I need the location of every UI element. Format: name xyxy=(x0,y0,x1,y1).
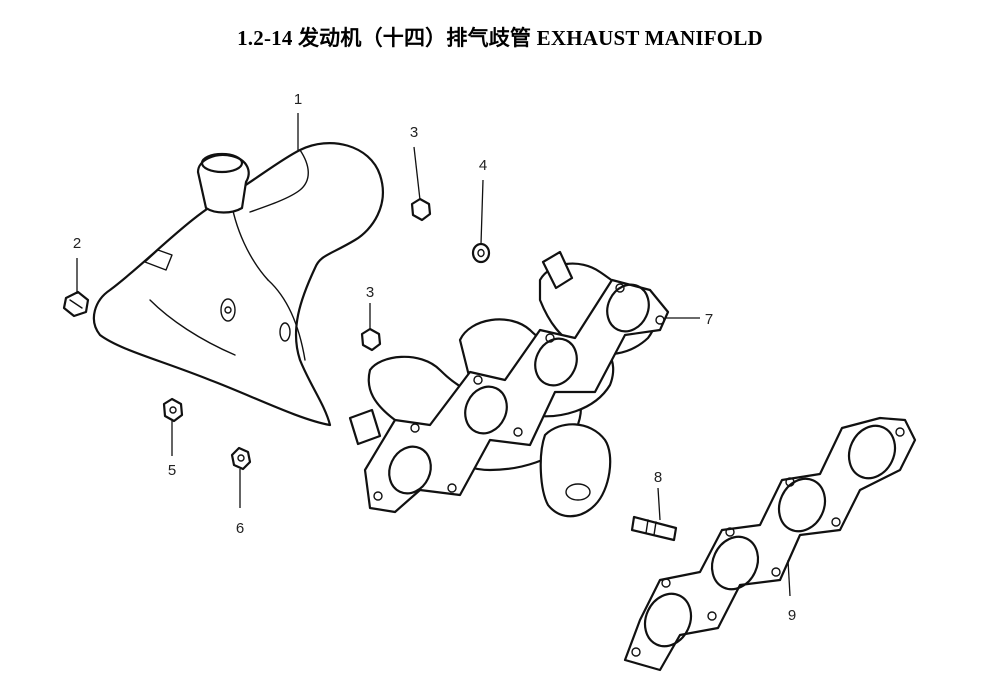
washer-upper xyxy=(471,242,491,264)
callout-4: 4 xyxy=(479,157,487,174)
callout-5: 5 xyxy=(168,462,176,479)
shield-bolt xyxy=(62,290,90,318)
callout-9: 9 xyxy=(788,607,796,624)
exhaust-manifold xyxy=(348,250,670,518)
page-title: 1.2-14 发动机（十四）排气歧管 EXHAUST MANIFOLD xyxy=(237,26,763,50)
callout-7: 7 xyxy=(705,311,713,328)
heat-shield xyxy=(92,142,384,427)
callout-labels: 1 2 3 4 3 5 6 7 8 9 xyxy=(73,91,796,624)
callout-6: 6 xyxy=(236,520,244,537)
callout-2: 2 xyxy=(73,235,81,252)
flange-nut-lower xyxy=(360,327,382,352)
washer-lower xyxy=(230,446,252,471)
stud xyxy=(630,515,678,542)
callout-8: 8 xyxy=(654,469,662,486)
callout-1: 1 xyxy=(294,91,302,108)
callout-3-upper: 3 xyxy=(410,124,418,141)
callout-3-lower: 3 xyxy=(366,284,374,301)
manifold-gasket xyxy=(623,416,917,672)
nut xyxy=(162,397,184,423)
flange-nut-upper xyxy=(410,197,432,222)
leader-lines xyxy=(76,113,791,597)
